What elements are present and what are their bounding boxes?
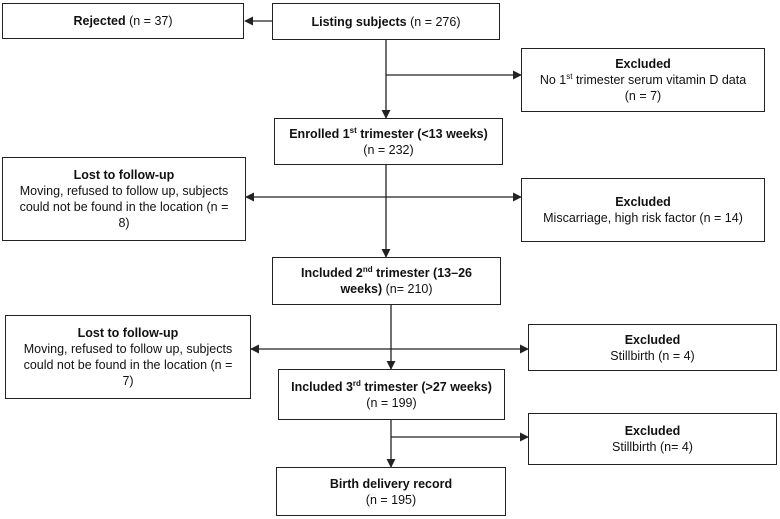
lost1-line2: could not be found in the location (n = bbox=[19, 200, 229, 214]
included-second-trimester-box: Included 2nd trimester (13–26 weeks) (n=… bbox=[272, 257, 501, 305]
listing-subjects-box: Listing subjects (n = 276) bbox=[272, 3, 500, 40]
enrolled-count: (n = 232) bbox=[363, 142, 414, 157]
rejected-line: Rejected (n = 37) bbox=[73, 13, 172, 29]
excluded2-reason: Miscarriage, high risk factor (n = 14) bbox=[543, 211, 743, 225]
listing-title: Listing subjects bbox=[311, 14, 407, 29]
excluded-miscarriage-box: Excluded Miscarriage, high risk factor (… bbox=[521, 178, 765, 242]
included2-line2: weeks) (n= 210) bbox=[340, 282, 433, 296]
lost2-line3: 7) bbox=[122, 374, 134, 388]
excluded2-title: Excluded bbox=[615, 195, 671, 209]
excluded4-reason: Stillbirth (n= 4) bbox=[612, 440, 693, 454]
lost1-line3: 8) bbox=[118, 216, 130, 230]
lost-followup-box-1: Lost to follow-up Moving, refused to fol… bbox=[2, 157, 246, 241]
rejected-box: Rejected (n = 37) bbox=[2, 3, 244, 39]
rejected-title: Rejected bbox=[73, 14, 126, 28]
enrolled-first-trimester-box: Enrolled 1st trimester (<13 weeks) (n = … bbox=[274, 118, 503, 165]
excluded1-title: Excluded bbox=[615, 57, 671, 71]
included-third-trimester-box: Included 3rd trimester (>27 weeks) (n = … bbox=[278, 369, 505, 420]
included3-title: Included 3rd trimester (>27 weeks) bbox=[291, 378, 492, 394]
listing-line: Listing subjects (n = 276) bbox=[311, 14, 460, 30]
excluded3-title: Excluded bbox=[624, 332, 681, 347]
birth-title: Birth delivery record bbox=[329, 476, 453, 491]
rejected-count: (n = 37) bbox=[129, 14, 173, 28]
lost1-title: Lost to follow-up bbox=[73, 168, 175, 182]
listing-count: (n = 276) bbox=[410, 14, 461, 29]
lost2-line2: could not be found in the location (n = bbox=[23, 358, 233, 372]
included3-count: (n = 199) bbox=[366, 395, 417, 410]
excluded1-reason: No 1st trimester serum vitamin D data bbox=[539, 72, 747, 88]
birth-count: (n = 195) bbox=[365, 492, 417, 507]
lost2-line1: Moving, refused to follow up, subjects bbox=[23, 342, 233, 356]
excluded1-count: (n = 7) bbox=[624, 89, 662, 103]
excluded-stillbirth-box-2: Excluded Stillbirth (n= 4) bbox=[528, 413, 777, 465]
excluded-vitamin-d-box: Excluded No 1st trimester serum vitamin … bbox=[521, 48, 765, 112]
excluded3-reason: Stillbirth (n = 4) bbox=[610, 348, 695, 363]
included2-title: Included 2nd trimester (13–26 bbox=[301, 265, 472, 281]
lost-followup-box-2: Lost to follow-up Moving, refused to fol… bbox=[5, 315, 251, 399]
enrolled-title: Enrolled 1st trimester (<13 weeks) bbox=[289, 125, 488, 141]
lost1-line1: Moving, refused to follow up, subjects bbox=[19, 184, 229, 198]
excluded-stillbirth-box-1: Excluded Stillbirth (n = 4) bbox=[528, 324, 777, 371]
excluded4-title: Excluded bbox=[624, 424, 681, 438]
lost2-title: Lost to follow-up bbox=[77, 326, 179, 340]
birth-delivery-record-box: Birth delivery record (n = 195) bbox=[276, 467, 506, 516]
